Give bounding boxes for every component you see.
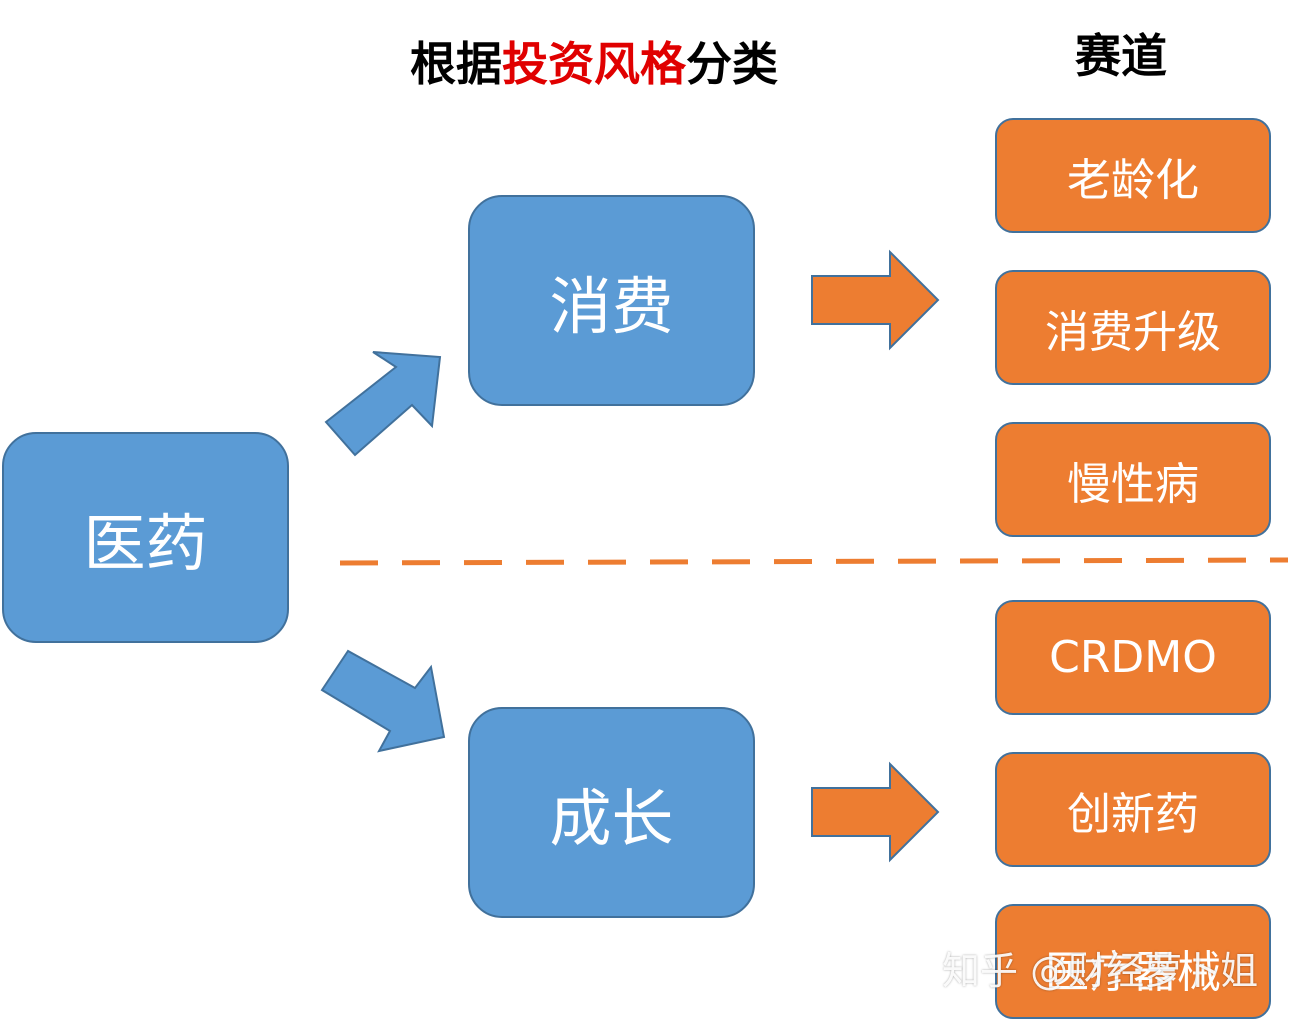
arrow-to-growth bbox=[320, 649, 446, 753]
arrow-growth-tracks bbox=[811, 761, 940, 863]
header-highlight: 投资风格 bbox=[502, 37, 686, 91]
track-chronic-disease: 慢性病 bbox=[995, 422, 1271, 537]
track-innovative-drugs: 创新药 bbox=[995, 752, 1271, 867]
style-node-growth: 成长 bbox=[468, 707, 755, 918]
root-node: 医药 bbox=[2, 432, 289, 643]
watermark: 知乎 @财经萝卜姐 bbox=[942, 949, 1259, 993]
track-aging: 老龄化 bbox=[995, 118, 1271, 233]
track-medical-devices: 医疗器械 bbox=[995, 904, 1271, 1019]
track-crdmo: CRDMO bbox=[995, 600, 1271, 715]
track-consumption-upgrade: 消费升级 bbox=[995, 270, 1271, 385]
tracks-header: 赛道 bbox=[1075, 29, 1167, 83]
header-suffix: 分类 bbox=[686, 37, 778, 91]
header-prefix: 根据 bbox=[410, 37, 502, 91]
classification-header: 根据投资风格分类 bbox=[410, 28, 778, 94]
arrow-to-consumer bbox=[324, 351, 442, 457]
divider-dashed bbox=[339, 557, 1289, 566]
style-node-consumer: 消费 bbox=[468, 195, 755, 406]
arrow-consumer-tracks bbox=[811, 249, 940, 351]
